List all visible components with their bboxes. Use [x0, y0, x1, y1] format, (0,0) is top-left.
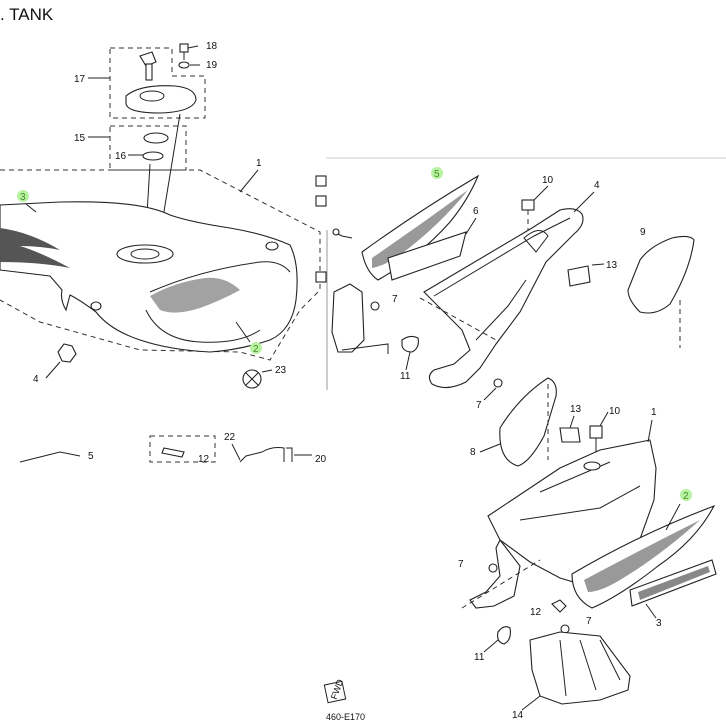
callout-18: 18 — [206, 41, 218, 52]
fwd-indicator: FWD — [323, 677, 347, 704]
callout-7: 7 — [392, 294, 398, 305]
screw — [179, 43, 189, 53]
callout-7c: 7 — [458, 559, 464, 570]
bolt-12 — [551, 599, 567, 613]
key-shaft — [145, 63, 153, 81]
washer — [178, 61, 190, 69]
callout-7b: 7 — [476, 400, 482, 411]
highlight-2b — [680, 489, 692, 501]
clip-box — [149, 435, 216, 463]
callout-22: 22 — [224, 432, 236, 443]
grommet-10 — [589, 425, 603, 439]
highlight-3 — [17, 190, 29, 202]
side-mount-hole — [90, 301, 102, 311]
key — [139, 51, 157, 67]
callout-11: 11 — [400, 371, 411, 382]
callout-2: 2 — [253, 344, 259, 355]
diagram-code: 460-E170 — [326, 712, 365, 722]
callout-12b: 12 — [530, 607, 542, 618]
tank-dashed-outline — [0, 169, 321, 361]
decal-panel — [387, 231, 467, 281]
callout-11b: 11 — [474, 652, 485, 663]
diagram-title: . TANK — [0, 5, 54, 24]
lower-right-callouts: 13 10 1 8 2 7 12 3 7 11 14 — [458, 404, 692, 721]
fuel-tank — [0, 201, 298, 353]
callout-10b: 10 — [609, 406, 621, 417]
callout-13b: 13 — [570, 404, 582, 415]
nut-lower — [493, 378, 503, 388]
plate — [567, 265, 591, 287]
o-ring — [142, 151, 164, 161]
tank-graphic-stripe — [0, 228, 70, 268]
lower-bracket — [469, 538, 521, 609]
rubber-grommet — [521, 199, 535, 211]
callout-3: 3 — [20, 192, 26, 203]
callout-8: 8 — [470, 447, 476, 458]
callout-23: 23 — [275, 365, 287, 376]
tank-graphic-flame — [150, 277, 240, 313]
callout-4b: 4 — [594, 180, 600, 191]
side-cover-assembly-upper — [331, 174, 695, 389]
callout-1: 1 — [256, 158, 262, 169]
callout-5: 5 — [88, 451, 94, 462]
callout-5b: 5 — [434, 169, 440, 180]
plate-13 — [559, 427, 581, 443]
callout-20: 20 — [315, 454, 327, 465]
side-cover-assembly-lower — [461, 377, 717, 705]
callout-16: 16 — [115, 151, 127, 162]
fuel-tank-assembly — [0, 43, 327, 463]
callout-1b: 1 — [651, 407, 657, 418]
highlight-5 — [431, 167, 443, 179]
callout-14: 14 — [512, 710, 524, 721]
damper-c — [315, 271, 327, 283]
gasket-box — [109, 125, 187, 171]
callout-17: 17 — [74, 74, 86, 85]
grommet — [401, 335, 419, 353]
rear-mount — [265, 241, 279, 251]
damper-a — [315, 175, 327, 187]
callout-12: 12 — [198, 454, 210, 465]
side-cover-frame — [423, 208, 584, 389]
callout-4: 4 — [33, 374, 39, 385]
grommet-11 — [497, 626, 511, 645]
highlight-2 — [250, 342, 262, 354]
nut-7c — [488, 563, 498, 573]
left-callouts: 18 19 17 15 16 1 3 2 4 23 22 12 5 20 — [17, 41, 327, 465]
callout-3b: 3 — [656, 618, 662, 629]
gasket — [143, 132, 169, 144]
clip — [161, 447, 185, 458]
side-cover-8 — [499, 377, 557, 467]
callout-10: 10 — [542, 175, 554, 186]
callout-19: 19 — [206, 60, 218, 71]
nut — [370, 301, 380, 311]
callout-6: 6 — [473, 206, 479, 217]
callout-2b: 2 — [683, 491, 689, 502]
damper-b — [315, 195, 327, 207]
callout-13: 13 — [606, 260, 618, 271]
callout-15: 15 — [74, 133, 86, 144]
storage-box — [529, 631, 631, 705]
callout-7d: 7 — [586, 616, 592, 627]
side-cover-panel — [627, 235, 695, 314]
upper-right-callouts: 5 6 10 4 13 9 7 11 7 — [392, 167, 646, 411]
bracket — [331, 283, 365, 353]
filler-neck — [116, 244, 174, 264]
tank-cap-knob — [57, 343, 77, 363]
callout-9: 9 — [640, 227, 646, 238]
